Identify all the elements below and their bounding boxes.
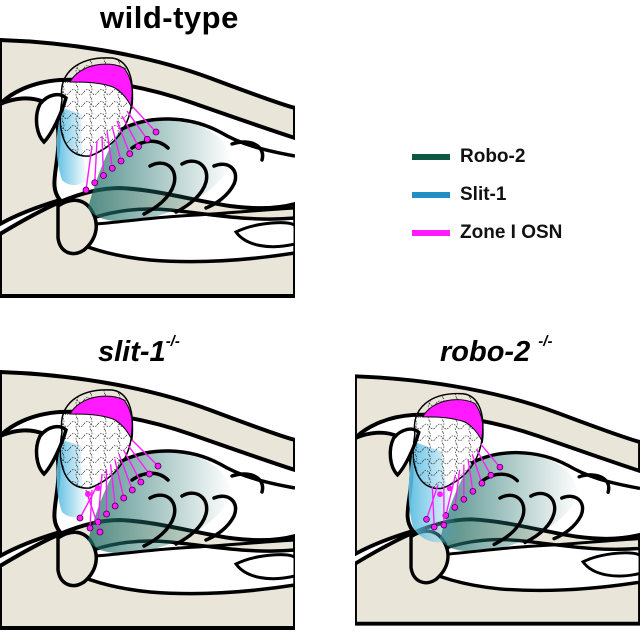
slit-mutant-title-base: slit-1 (98, 336, 166, 368)
legend: Robo-2 Slit-1 Zone I OSN (412, 138, 562, 252)
robo-mutant-title: robo-2 -/- (440, 336, 552, 369)
osn-cell-5 (452, 505, 458, 511)
misrouted-fiber-b (447, 486, 453, 492)
osn-cell-0 (153, 129, 159, 135)
osn-cell-1 (146, 471, 152, 477)
slit-section-svg (0, 370, 295, 630)
osn-cell-1 (488, 472, 494, 478)
osn-cell-0 (155, 463, 161, 469)
slit-mutant-panel (0, 370, 295, 635)
osn-cell-9 (87, 525, 93, 531)
slit-mutant-title-sup: -/- (166, 333, 180, 350)
robo-section-svg (355, 370, 640, 630)
osn-cell-10 (97, 529, 103, 535)
legend-item-slit1: Slit-1 (412, 176, 562, 214)
osn-cell-0 (497, 464, 503, 470)
osn-cell-2 (138, 479, 144, 485)
osn-cell-3 (127, 151, 133, 157)
slit-mutant-title: slit-1-/- (98, 336, 180, 369)
robo-mutant-title-sup: -/- (538, 333, 552, 350)
robo-mutant-title-base: robo-2 (440, 336, 538, 368)
osn-cell-3 (129, 487, 135, 493)
osn-cell-4 (461, 496, 467, 502)
osn-cell-1 (144, 136, 150, 142)
wild-type-title: wild-type (100, 0, 239, 36)
osn-cell-3 (470, 488, 476, 494)
legend-label-robo2: Robo-2 (460, 146, 525, 168)
slit1-swatch (412, 192, 450, 198)
osn-cell-6 (104, 511, 110, 517)
osn-cell-7 (424, 516, 430, 522)
osn-cell-5 (109, 165, 115, 171)
osn-cell-7 (92, 180, 98, 186)
misrouted-fiber-a (85, 491, 91, 497)
misrouted-fiber-a (437, 491, 443, 497)
robo2-swatch (412, 154, 450, 160)
osn-cell-2 (136, 144, 142, 150)
osn-cell-4 (121, 495, 127, 501)
legend-label-slit1: Slit-1 (460, 184, 506, 206)
misrouted-fiber-b (95, 485, 101, 491)
legend-item-robo2: Robo-2 (412, 138, 562, 176)
legend-item-zone1-osn: Zone I OSN (412, 214, 562, 252)
zone1-osn-swatch (412, 230, 450, 236)
osn-cell-4 (118, 158, 124, 164)
legend-label-zone1-osn: Zone I OSN (460, 222, 562, 244)
osn-cell-6 (101, 173, 107, 179)
osn-cell-5 (112, 503, 118, 509)
osn-cell-8 (77, 515, 83, 521)
osn-cell-9 (441, 522, 447, 528)
robo-mutant-panel (355, 370, 640, 635)
osn-cell-8 (83, 187, 89, 193)
wild-type-panel (0, 38, 295, 303)
osn-cell-2 (479, 480, 485, 486)
osn-cell-8 (431, 524, 437, 530)
wt-section-svg (0, 38, 295, 298)
